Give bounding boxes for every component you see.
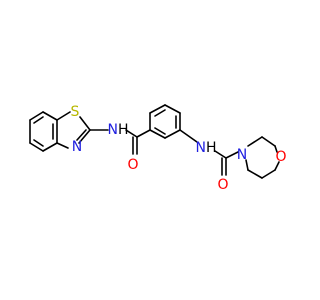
sulfur-atom: S: [71, 104, 80, 120]
urea-carbonyl: [221, 151, 239, 176]
bond-ring-nh2: [179, 129, 198, 143]
urea-oxygen-atom: O: [217, 177, 228, 193]
bond-nh-carbonyl: [125, 129, 138, 138]
morpholine-oxygen-atom: O: [275, 149, 286, 165]
molecule-structure: S N NH O NH O N O: [29, 104, 287, 193]
urea-nh-atom: NH: [195, 140, 216, 156]
benzo-ring: [29, 111, 58, 152]
bond-nh2-urea: [214, 150, 227, 159]
phenylene-ring: [149, 104, 181, 139]
amide-nh-atom: NH: [107, 122, 128, 138]
thiazole-ring: [56, 111, 91, 149]
carbonyl-1: [132, 129, 151, 155]
morpholine-nitrogen-atom: N: [237, 147, 247, 163]
morpholine-ring: [245, 136, 280, 179]
thiazole-nitrogen-atom: N: [72, 139, 82, 155]
amide-oxygen-atom: O: [127, 157, 138, 173]
